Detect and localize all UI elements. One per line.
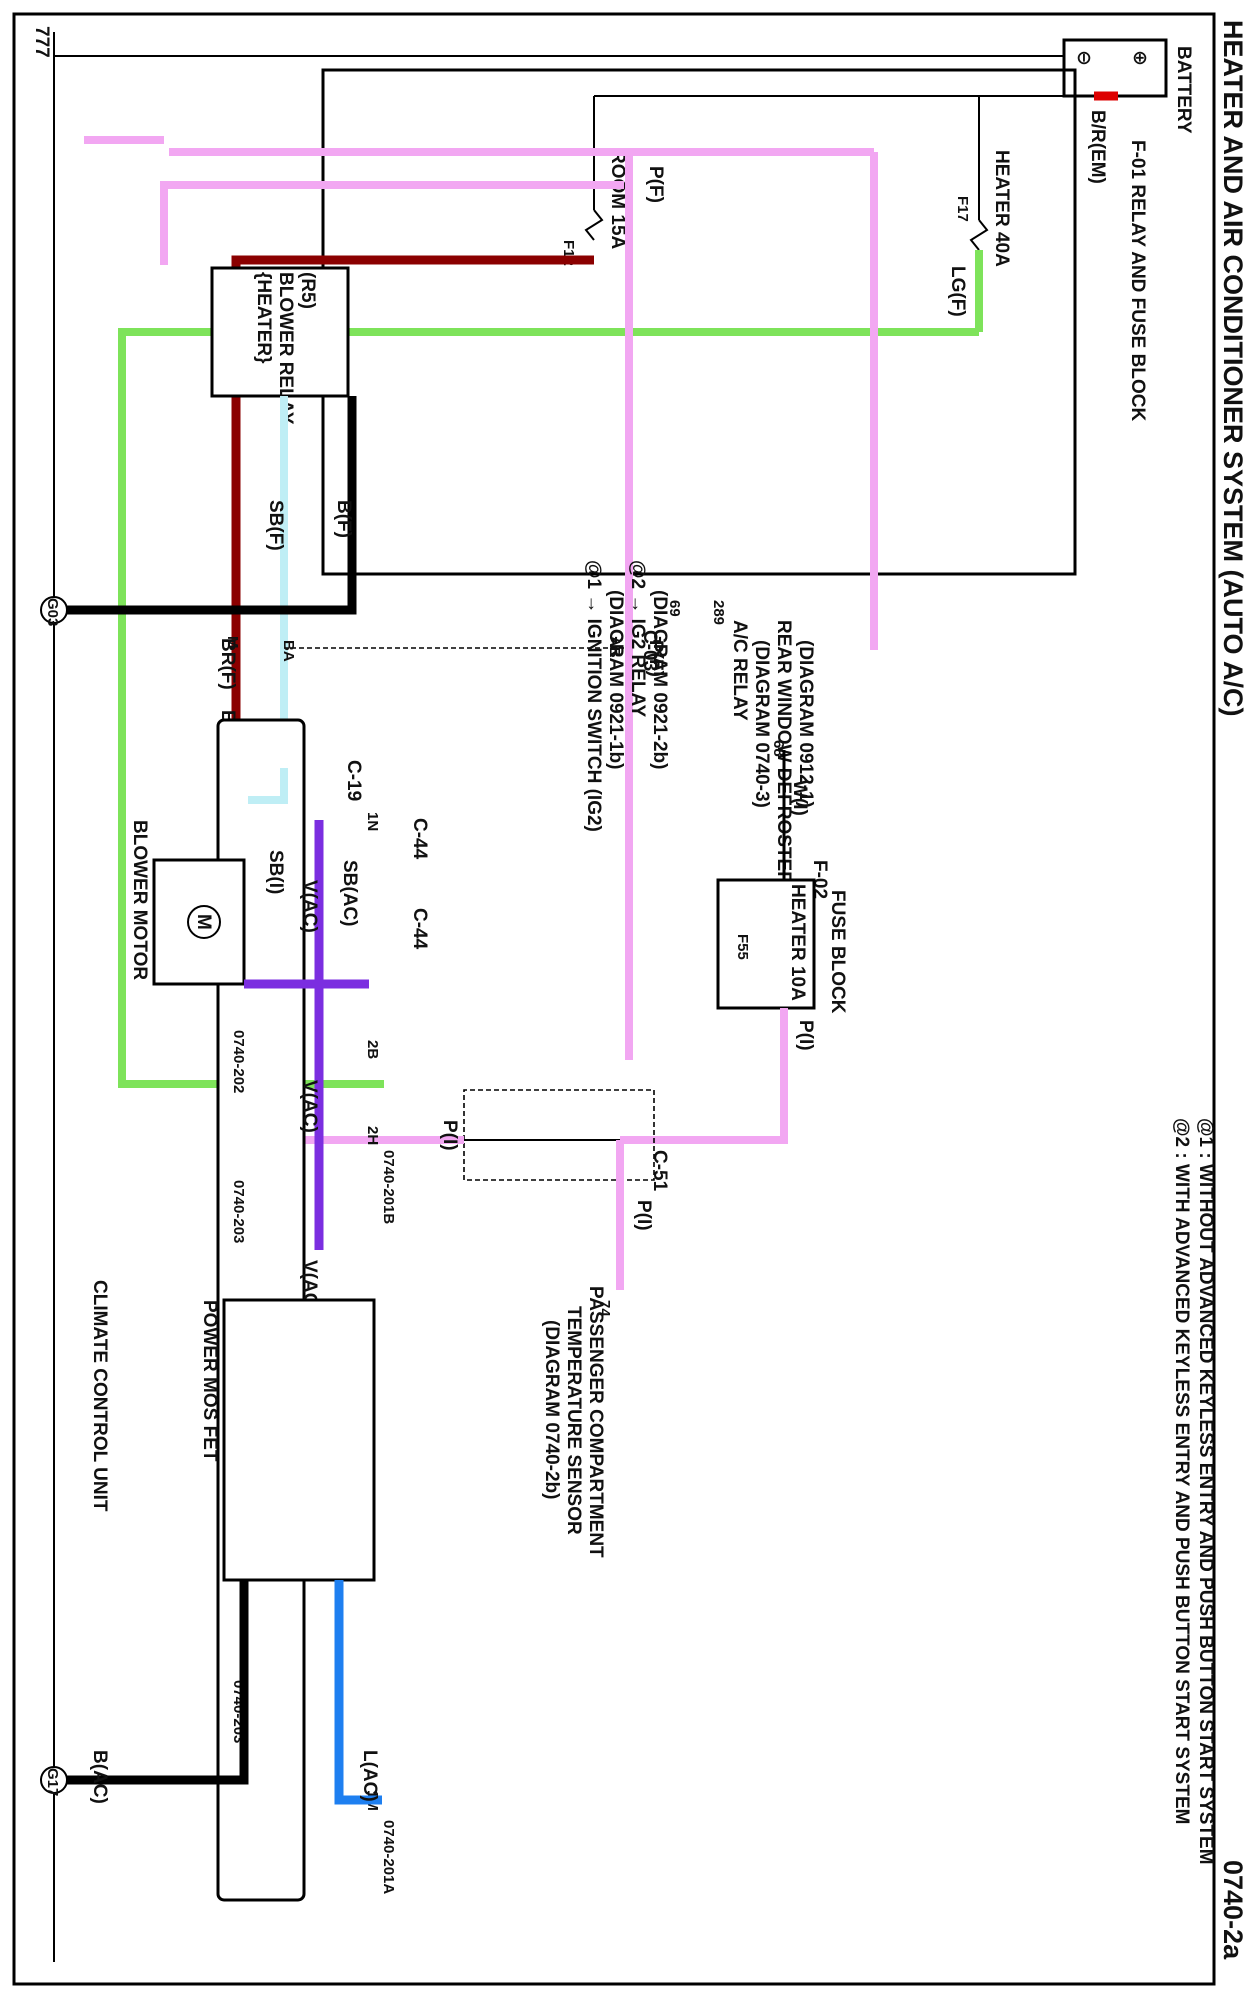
ref-sensor-2: TEMPERATURE SENSOR: [563, 1306, 584, 1535]
wire-b-ac: [54, 1580, 249, 1785]
ground-g17: G17: [44, 1768, 61, 1796]
ref-sensor-1: PASSENGER COMPARTMENT: [585, 1286, 606, 1558]
relay-and-fuse-block: [321, 68, 1077, 576]
note-at1: @1 : WITHOUT ADVANCED KEYLESS ENTRY AND …: [1195, 1118, 1216, 1865]
wire-v-ac-label-1: V(AC): [299, 880, 320, 933]
wire-l-ac-label: L(AC): [359, 1750, 380, 1802]
diag-ref-201b: 0740-201B: [380, 1150, 397, 1224]
blower-relay-id: (R5): [297, 272, 318, 309]
wire-w-i-label: W(I): [789, 780, 810, 816]
wire-p-i-label-sensor: P(I): [633, 1200, 654, 1231]
battery: BATTERY ⊖ ⊕: [54, 38, 1194, 134]
fuse-block-f02: F-02 FUSE BLOCK HEATER 10A F55: [716, 860, 848, 1014]
battery-label: BATTERY: [1173, 46, 1194, 134]
page-number: 0740-2a: [1218, 1860, 1244, 1960]
connector-ba-label: BA: [280, 640, 297, 662]
blower-motor: M BLOWER MOTOR: [129, 820, 246, 986]
fuse-f55-id: F55: [734, 934, 751, 960]
fuse-heater-10a: HEATER 10A: [787, 884, 808, 1001]
fuse-room-15a: ROOM 15A: [607, 150, 628, 250]
wire-b-f-label: B(F): [333, 500, 354, 538]
ref-ac-relay: A/C RELAY: [729, 620, 750, 721]
battery-pos-icon: ⊕: [1129, 50, 1150, 66]
wire-b-f: [54, 396, 357, 615]
fuse-f17-id: F17: [954, 196, 971, 222]
wire-sb-ac-label: SB(AC): [339, 860, 360, 927]
wire-v-ac-label-2: V(AC): [299, 1080, 320, 1133]
wire-p-i-label-f02: P(I): [795, 1020, 816, 1051]
diag-ref-201a: 0740-201A: [380, 1820, 397, 1894]
connector-c19-label: C-19: [343, 760, 364, 801]
connector-c51-label: C-51: [649, 1150, 670, 1192]
wire-p-i-label-ccu: P(I): [439, 1120, 460, 1151]
fuse-f17-icon: [969, 219, 989, 251]
ground-g03: G03: [44, 598, 61, 626]
wire-br-em-label: B/R(EM): [1087, 110, 1108, 184]
page-title: HEATER AND AIR CONDITIONER SYSTEM (AUTO …: [1218, 20, 1244, 717]
connector-c44-label-2: C-44: [409, 908, 430, 950]
ref-ign-switch-diag: (DIAGRAM 0921-1b): [605, 590, 626, 769]
power-mos-fet: POWER MOS FET: [199, 1298, 376, 1582]
diagram-body: HEATER AND AIR CONDITIONER SYSTEM (AUTO …: [31, 20, 1244, 1962]
pin-1n: 1N: [364, 812, 381, 831]
battery-neg-icon: ⊖: [1073, 50, 1094, 66]
pin-2b: 2B: [364, 1040, 381, 1059]
diag-ref-203a: 0740-203: [230, 1180, 247, 1243]
fuse-heater-40a: HEATER 40A: [991, 150, 1012, 267]
ref-ign-switch: @1 → IGNITION SWITCH (IG2): [583, 560, 604, 832]
wire-br-f-label: BR(F): [217, 638, 238, 690]
page-frame: [12, 12, 1216, 1986]
fuse-f12-icon: [584, 209, 604, 241]
connector-m-label: M: [224, 636, 241, 649]
ground-symbol: 777: [31, 26, 52, 58]
wire-b-ac-label: B(AC): [89, 1750, 110, 1804]
note-at2: @2 : WITH ADVANCED KEYLESS ENTRY AND PUS…: [1171, 1118, 1192, 1824]
diag-ref-202: 0740-202: [230, 1030, 247, 1093]
ref-rear-defroster-diag: (DIAGRAM 0912-1): [795, 640, 816, 808]
ref-ig2-relay-diag: (DIAGRAM 0921-2b): [649, 590, 670, 769]
blower-relay-name: BLOWER RELAY: [275, 272, 296, 425]
ref-ac-relay-diag: (DIAGRAM 0740-3): [751, 640, 772, 808]
pin-2h: 2H: [364, 1126, 381, 1145]
ref-289: 289: [710, 600, 727, 625]
ref-sensor-diag: (DIAGRAM 0740-2b): [541, 1320, 562, 1499]
ccu-label: CLIMATE CONTROL UNIT: [89, 1280, 110, 1512]
connector-c51: [463, 1089, 655, 1181]
wire-sb-i-label: SB(I): [265, 850, 286, 894]
connector-ab-label: AB: [606, 636, 623, 658]
blower-motor-label: BLOWER MOTOR: [129, 820, 150, 980]
blower-relay-sub: {HEATER}: [253, 272, 274, 364]
wire-sb-f-label: SB(F): [265, 500, 286, 551]
fuse-block-f02-name2: FUSE BLOCK: [827, 890, 848, 1014]
connector-c44-label-1: C-44: [409, 818, 430, 860]
ref-74: 74: [596, 1300, 613, 1317]
wire-p-f-label-1: P(F): [645, 166, 666, 203]
wire-p-f-label-2: P(F): [645, 640, 666, 677]
relay-block-name: F-01 RELAY AND FUSE BLOCK: [1127, 140, 1148, 421]
connector-c03-label: C-03: [639, 630, 660, 671]
ref-69: 69: [666, 600, 683, 617]
wire-l-ac: [334, 1580, 382, 1805]
blower-relay: (R5) BLOWER RELAY {HEATER}: [210, 266, 350, 425]
ref-ig2-relay: @2 → IG2 RELAY: [627, 560, 648, 718]
wire-lg-f-label: LG(F): [947, 266, 968, 317]
motor-icon: M: [193, 914, 214, 930]
mosfet-label: POWER MOS FET: [199, 1300, 220, 1462]
